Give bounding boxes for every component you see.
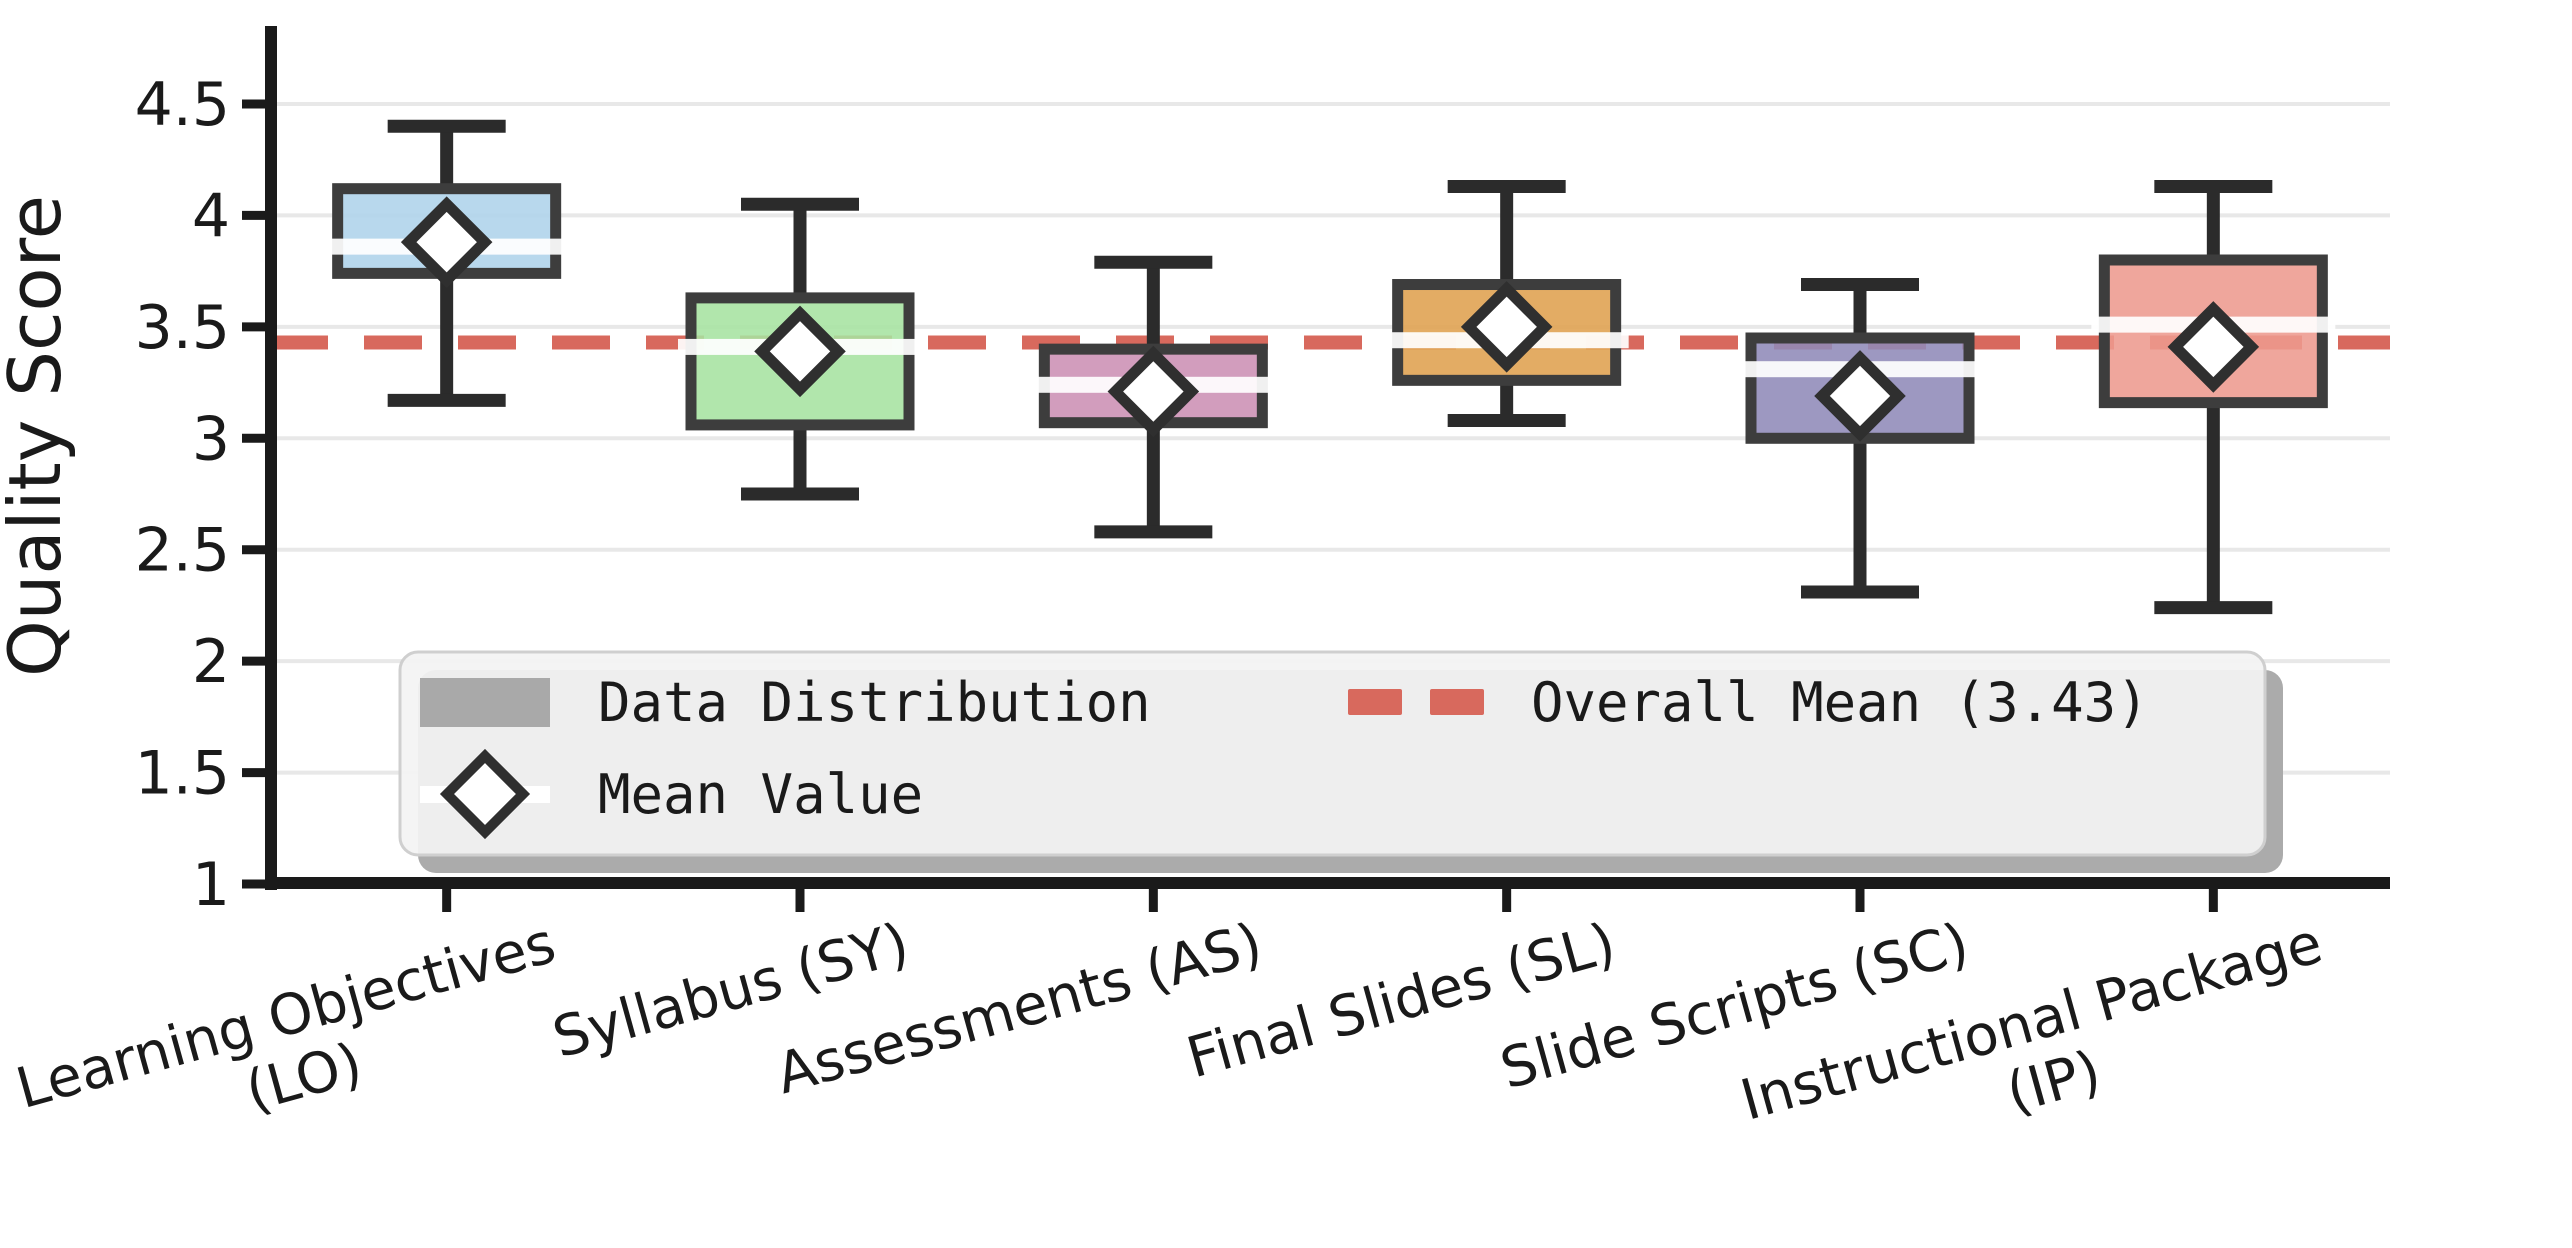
mean-diamond-icon [1814,350,1906,442]
y-tick-label: 4 [192,181,230,251]
y-tick-label: 2.5 [135,516,230,586]
plot-area [270,102,2390,886]
legend-box [398,650,2267,857]
y-tick-label: 1 [192,850,230,920]
box-ip [2091,179,2336,615]
mean-diamond-icon [2167,301,2260,393]
y-tick-label: 3 [192,404,230,474]
mean-diamond-icon [754,305,846,398]
box-as [1031,255,1276,539]
y-tick-label: 1.5 [135,739,230,809]
legend: Data Distribution Mean Value Overall Mea… [398,650,2283,873]
y-tick-label: 3.5 [135,293,230,363]
legend-dash-icon [1430,689,1484,715]
box-sy [678,197,922,501]
y-tick-label: 2 [192,627,230,697]
mean-diamond-icon [1107,345,1200,438]
legend-dash-icon [1348,689,1402,715]
y-axis-label: Quality Score [0,195,77,677]
legend-mean-label: Mean Value [598,763,923,826]
mean-diamond-icon [1460,281,1553,373]
x-tick-label-lo: Learning Objectives(LO) [10,911,580,1184]
legend-overall-mean-label: Overall Mean (3.43) [1531,671,2149,734]
box-lo [324,119,569,407]
legend-distribution-swatch-icon [420,678,550,727]
box-sl [1384,179,1629,427]
box-sc [1738,278,1982,599]
legend-distribution-label: Data Distribution [598,671,1151,734]
y-tick-label: 4.5 [135,70,230,140]
mean-diamond-icon [400,196,493,288]
legend-mean-diamond-icon [439,748,531,840]
